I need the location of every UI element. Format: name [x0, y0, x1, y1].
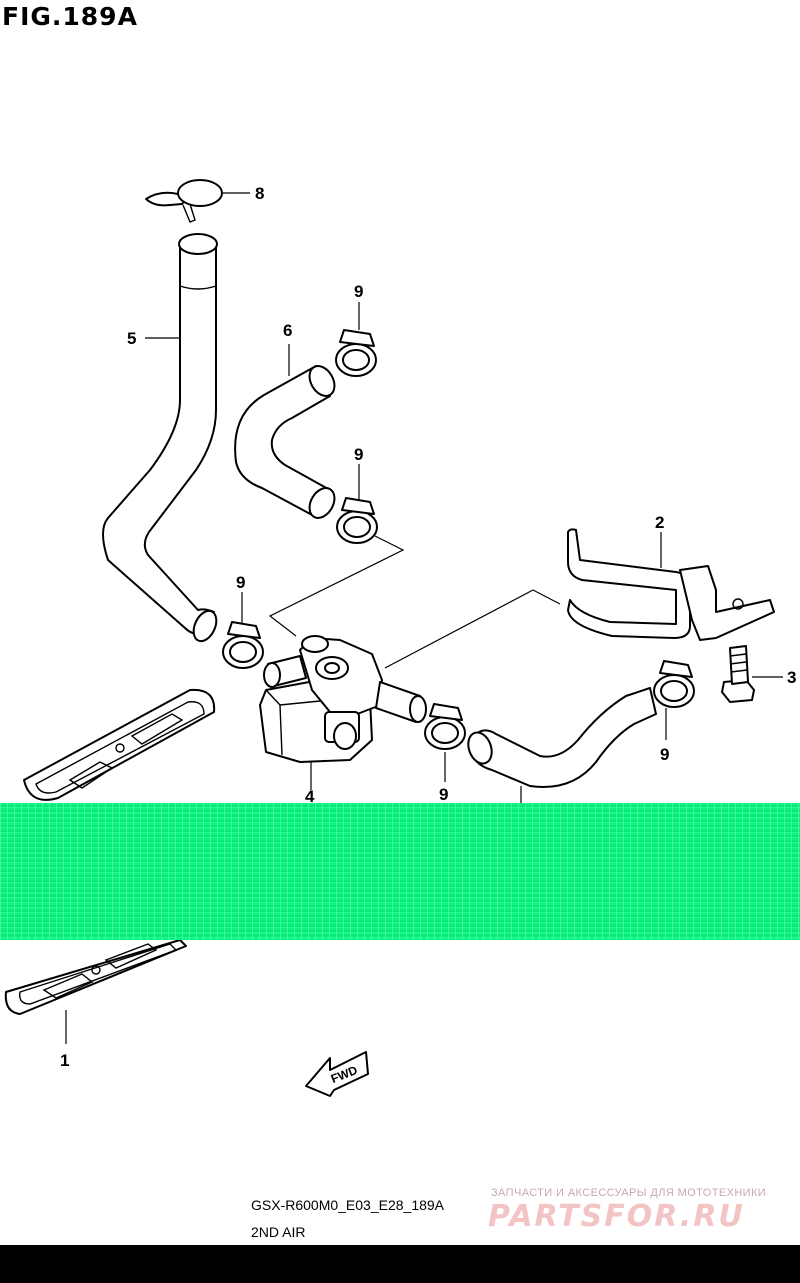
lower-hose[interactable] — [464, 687, 657, 788]
callout-9-d: 9 — [439, 785, 448, 804]
callout-9-a: 9 — [354, 282, 363, 301]
callout-9-c: 9 — [236, 573, 245, 592]
part-6-hose[interactable] — [234, 362, 339, 523]
part-8-cap[interactable] — [145, 179, 223, 223]
fwd-arrow: FWD — [305, 1051, 369, 1097]
watermark-tagline: ЗАПЧАСТИ И АКСЕССУАРЫ ДЛЯ МОТОТЕХНИКИ — [491, 1187, 767, 1199]
callout-8: 8 — [255, 184, 264, 203]
bottom-bar — [0, 1245, 800, 1283]
part-4-valve[interactable] — [259, 635, 427, 763]
corrupted-band — [0, 803, 800, 940]
callout-6: 6 — [283, 321, 292, 340]
part-1-gasket-lower[interactable] — [4, 939, 187, 1015]
part-9-clamp-c[interactable] — [222, 621, 264, 669]
part-1-gasket-upper[interactable] — [23, 688, 216, 801]
part-3-bolt[interactable] — [721, 645, 755, 703]
callout-5: 5 — [127, 329, 136, 348]
callout-1: 1 — [60, 1051, 69, 1070]
part-9-clamp-a[interactable] — [335, 329, 377, 377]
part-2-pipe-bracket[interactable] — [567, 528, 775, 641]
routing-lines — [268, 535, 561, 669]
part-9-clamp-b[interactable] — [336, 497, 378, 544]
part-9-clamp-e[interactable] — [653, 660, 695, 708]
watermark-logo: PARTSFOR.RU — [488, 1199, 745, 1234]
callout-4: 4 — [305, 787, 315, 806]
figure-name: 2ND AIR — [251, 1224, 306, 1240]
figure-code: GSX-R600M0_E03_E28_189A — [251, 1197, 445, 1213]
callout-9-e: 9 — [660, 745, 669, 764]
callout-3: 3 — [787, 668, 796, 687]
part-5-hose[interactable] — [102, 233, 221, 645]
part-9-clamp-d[interactable] — [424, 703, 466, 750]
figure-title: FIG.189A — [2, 2, 138, 31]
callout-9-b: 9 — [354, 445, 363, 464]
callout-2: 2 — [655, 513, 664, 532]
